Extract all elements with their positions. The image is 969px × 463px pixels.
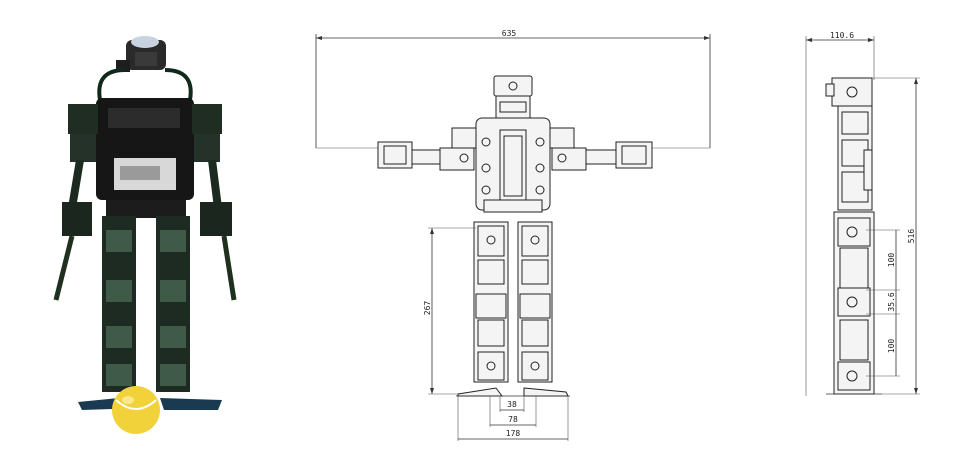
side-view-drawing: 110.6 516 100 35.6 bbox=[805, 31, 920, 396]
dim-side-depth: 110.6 bbox=[830, 31, 854, 40]
front-view-drawing: 635 bbox=[315, 29, 711, 441]
dim-ankle-span: 78 bbox=[508, 415, 518, 424]
dim-leg-height: 267 bbox=[423, 301, 432, 316]
robot-photo bbox=[53, 36, 237, 434]
dim-foot-span: 178 bbox=[506, 429, 521, 438]
dim-width-overall: 635 bbox=[502, 29, 517, 38]
dim-thigh: 100 bbox=[887, 253, 896, 268]
dim-shin: 100 bbox=[887, 339, 896, 354]
dim-total-height: 516 bbox=[907, 229, 916, 244]
dim-inner-gap: 38 bbox=[507, 400, 517, 409]
dim-knee: 35.6 bbox=[887, 292, 896, 311]
